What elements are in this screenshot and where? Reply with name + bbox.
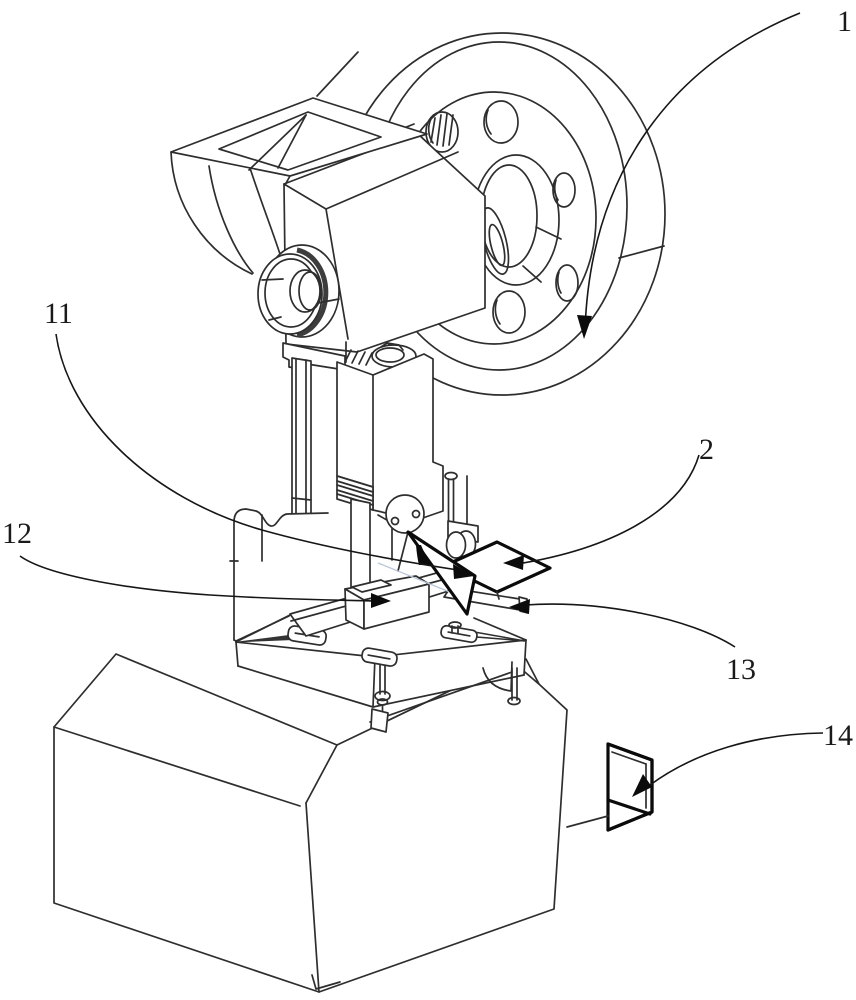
svg-text:12: 12 (2, 517, 32, 550)
svg-text:11: 11 (44, 297, 73, 330)
svg-text:14: 14 (823, 719, 853, 752)
svg-text:1: 1 (837, 5, 852, 38)
svg-text:2: 2 (699, 433, 714, 466)
svg-text:13: 13 (726, 653, 756, 686)
